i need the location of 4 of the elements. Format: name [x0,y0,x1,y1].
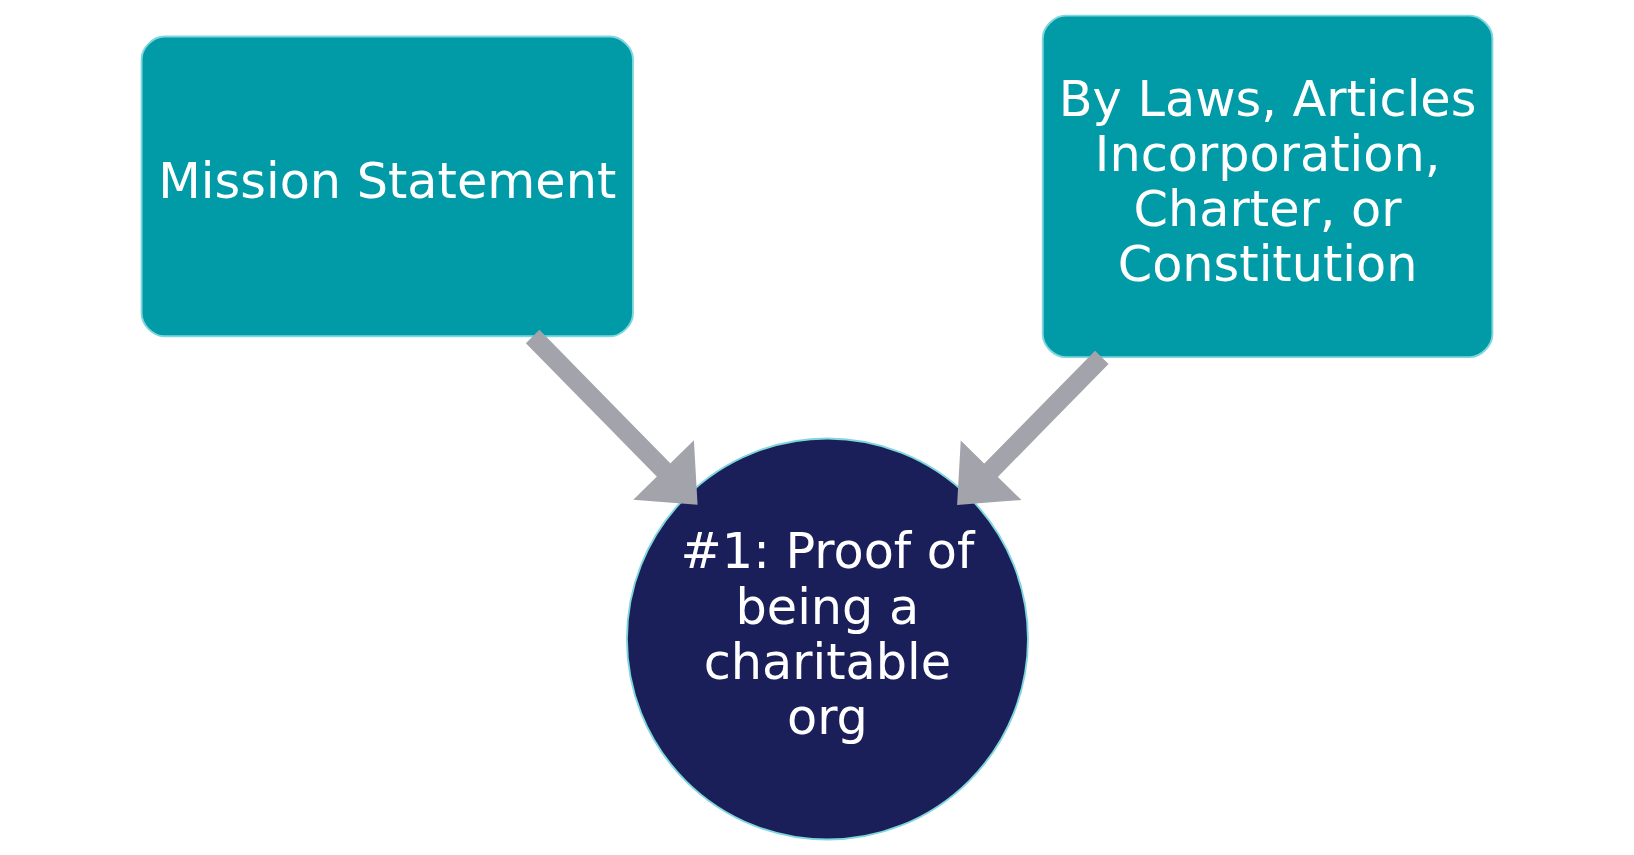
node-box: By Laws, Articles Incorporation, Charter, or Constitution [1041,14,1494,359]
node-box: Mission Statement [140,35,634,338]
arrow [957,350,1109,505]
arrow [525,329,698,505]
